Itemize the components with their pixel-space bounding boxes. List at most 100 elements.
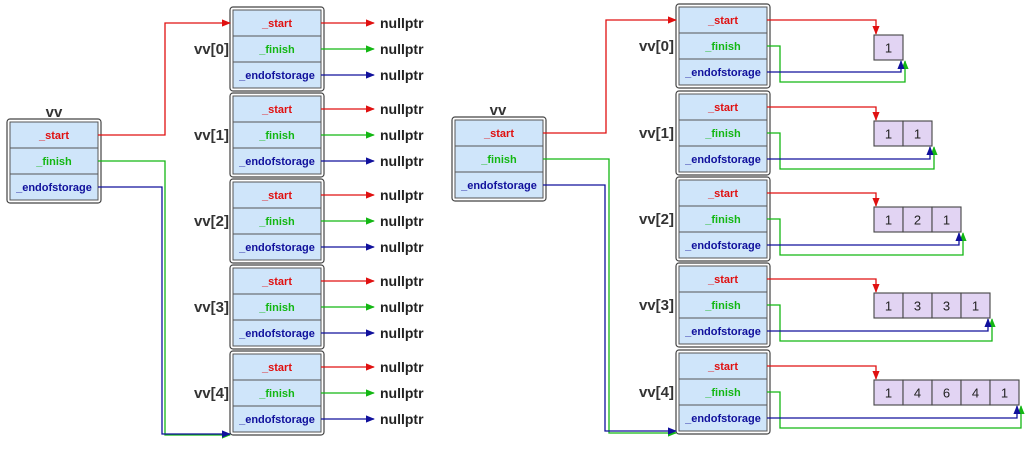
endofstorage-arrow (767, 146, 934, 160)
field-label-start: _start (261, 104, 292, 116)
field-label-endofstorage: _endofstorage (684, 154, 761, 166)
int-array-0: 1 (873, 34, 904, 61)
field-start (232, 181, 322, 209)
endofstorage-arrow (767, 60, 905, 73)
array-cell-value: 6 (943, 386, 950, 401)
field-label-endofstorage: _endofstorage (684, 413, 761, 425)
field-label-endofstorage: _endofstorage (684, 240, 761, 252)
field-label-finish: _finish (258, 216, 295, 228)
field-endofstorage (232, 61, 322, 89)
field-label-finish: _finish (35, 156, 72, 168)
array-cell-value: 2 (914, 213, 921, 228)
start-arrow (767, 365, 880, 380)
right-row-label: vv[0] (639, 38, 674, 55)
endofstorage-arrow (767, 405, 1021, 419)
left-row-0: _start_finish_endofstorage (229, 6, 325, 92)
left-row-label: vv[0] (194, 41, 229, 58)
left-row-label: vv[1] (194, 127, 229, 144)
array-cell (931, 206, 962, 233)
field-endofstorage (232, 233, 322, 261)
array-cell-value: 4 (972, 386, 979, 401)
field-label-start: _start (483, 128, 514, 140)
nullptr-label: nullptr (380, 299, 424, 315)
field-label-finish: _finish (258, 130, 295, 142)
left-row-label: vv[2] (194, 213, 229, 230)
field-endofstorage (232, 319, 322, 347)
field-label-endofstorage: _endofstorage (238, 156, 315, 168)
field-finish (232, 207, 322, 235)
field-label-start: _start (261, 362, 292, 374)
outer-finish-arrow (543, 158, 677, 437)
nullptr-label: nullptr (380, 153, 424, 169)
field-label-start: _start (707, 15, 738, 27)
field-label-start: _start (38, 130, 69, 142)
start-arrow (767, 278, 880, 293)
array-cell-value: 1 (885, 386, 892, 401)
finish-arrow (767, 132, 938, 170)
finish-arrow (767, 304, 996, 342)
field-label-start: _start (707, 102, 738, 114)
array-cell (931, 292, 962, 319)
array-cell (873, 379, 904, 406)
field-start (678, 265, 768, 293)
field-endofstorage (678, 231, 768, 259)
nullptr-label: nullptr (380, 213, 424, 229)
nullptr-label: nullptr (380, 325, 424, 341)
start-arrow (767, 19, 880, 35)
field-label-start: _start (707, 274, 738, 286)
field-start (678, 6, 768, 34)
array-cell-value: 4 (914, 386, 921, 401)
field-label-finish: _finish (704, 128, 741, 140)
finish-arrow (767, 218, 967, 256)
outer-finish-arrow (98, 160, 231, 439)
array-cell (902, 292, 933, 319)
outer-vv-label: vv (490, 102, 507, 119)
nullptr-label: nullptr (380, 101, 424, 117)
field-label-start: _start (261, 190, 292, 202)
array-cell-value: 1 (972, 299, 979, 314)
field-label-finish: _finish (258, 44, 295, 56)
field-label-endofstorage: _endofstorage (684, 326, 761, 338)
array-cell-value: 1 (885, 127, 892, 142)
array-cell-value: 1 (914, 127, 921, 142)
field-label-endofstorage: _endofstorage (15, 182, 92, 194)
right-row-label: vv[3] (639, 297, 674, 314)
nullptr-label: nullptr (380, 359, 424, 375)
field-finish (232, 35, 322, 63)
field-label-endofstorage: _endofstorage (684, 67, 761, 79)
right-row-label: vv[2] (639, 211, 674, 228)
field-label-start: _start (707, 188, 738, 200)
left-row-label: vv[3] (194, 299, 229, 316)
array-cell-value: 1 (1001, 386, 1008, 401)
array-cell-value: 1 (885, 299, 892, 314)
endofstorage-arrow (767, 318, 992, 332)
endofstorage-arrow (767, 232, 963, 246)
nullptr-label: nullptr (380, 67, 424, 83)
field-label-finish: _finish (704, 41, 741, 53)
right-row-1: _start _finish _endofstorage (675, 90, 771, 176)
field-label-endofstorage: _endofstorage (460, 180, 537, 192)
nullptr-label: nullptr (380, 411, 424, 427)
array-cell (902, 120, 933, 147)
outer-vv-box: _start _finish _endofstorage (6, 118, 102, 204)
field-label-endofstorage: _endofstorage (238, 328, 315, 340)
nullptr-label: nullptr (380, 15, 424, 31)
field-finish (678, 291, 768, 319)
field-label-endofstorage: _endofstorage (238, 414, 315, 426)
array-cell (960, 292, 991, 319)
field-start (232, 267, 322, 295)
array-cell (873, 34, 904, 61)
finish-arrow (767, 391, 1025, 429)
right-row-2: _start_finish_endofstorage (675, 176, 771, 262)
array-cell-value: 1 (885, 41, 892, 56)
outer-endofstorage-arrow (98, 186, 231, 438)
outer-vv-box: _start_finish_endofstorage (451, 116, 547, 202)
field-label-endofstorage: _endofstorage (238, 242, 315, 254)
field-label-start: _start (261, 18, 292, 30)
nullptr-label: nullptr (380, 41, 424, 57)
